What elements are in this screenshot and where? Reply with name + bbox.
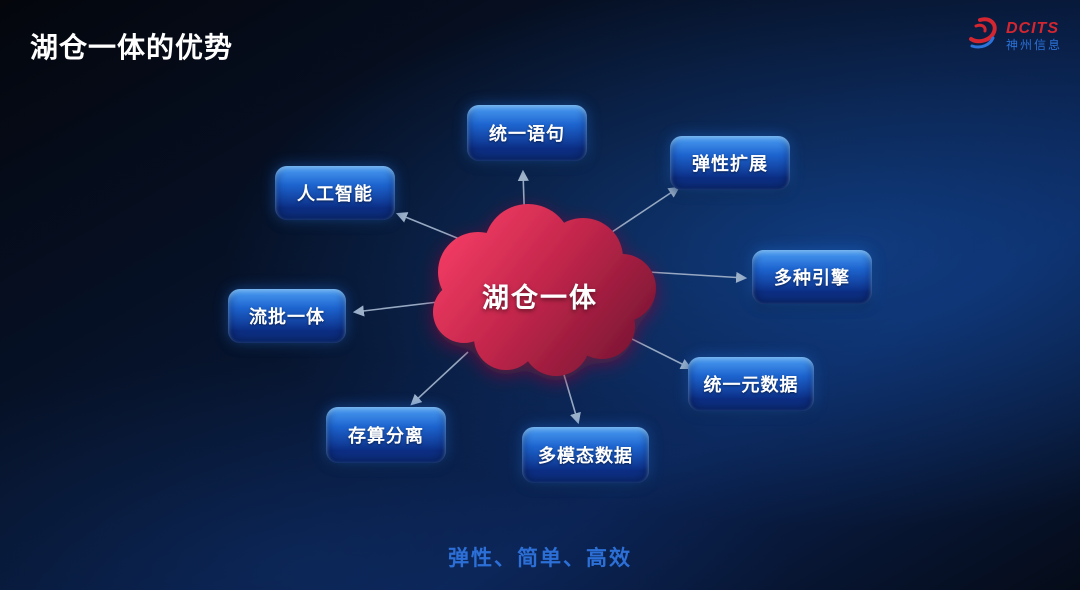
connector-arrow: [352, 301, 439, 317]
slide-title: 湖仓一体的优势: [30, 32, 234, 63]
connector-arrow: [647, 271, 748, 284]
diagram-node-unified-metadata: 统一元数据: [688, 357, 814, 411]
center-cloud: [433, 204, 656, 376]
logo-brand-text: DCITS: [1005, 20, 1059, 38]
diagram-node-artificial-intelligence: 人工智能: [275, 166, 395, 220]
connector-arrow: [410, 351, 469, 406]
slide-footer-tagline: 弹性、简单、高效: [448, 547, 632, 570]
diagram-node-storage-compute-separation: 存算分离: [326, 407, 446, 463]
connector-arrow: [611, 186, 680, 233]
company-logo: DCITS 神州信息: [959, 16, 1062, 57]
center-node-label: 湖仓一体: [482, 283, 598, 313]
diagram-node-multimodal-data: 多模态数据: [522, 427, 649, 483]
diagram-node-multiple-engines: 多种引擎: [752, 250, 872, 304]
diagram-node-elastic-scaling: 弹性扩展: [670, 136, 790, 190]
logo-company-text: 神州信息: [1005, 37, 1062, 52]
node-label: 人工智能: [297, 184, 373, 204]
logo-text-block: DCITS 神州信息: [1006, 20, 1062, 52]
diagram-node-stream-batch-unified: 流批一体: [228, 289, 346, 343]
dcits-logo-icon: [959, 16, 1001, 57]
connector-arrows: [352, 169, 748, 425]
connector-arrow: [561, 367, 581, 425]
node-label: 多种引擎: [774, 268, 850, 288]
diagram-node-unified-sql: 统一语句: [467, 105, 587, 161]
connector-arrow: [395, 212, 463, 241]
node-label: 流批一体: [249, 307, 325, 327]
node-label: 统一语句: [489, 124, 565, 144]
node-label: 弹性扩展: [692, 154, 768, 174]
node-label: 统一元数据: [703, 375, 799, 395]
connector-arrow: [629, 337, 693, 370]
node-label: 多模态数据: [538, 446, 633, 466]
node-label: 存算分离: [348, 426, 424, 446]
